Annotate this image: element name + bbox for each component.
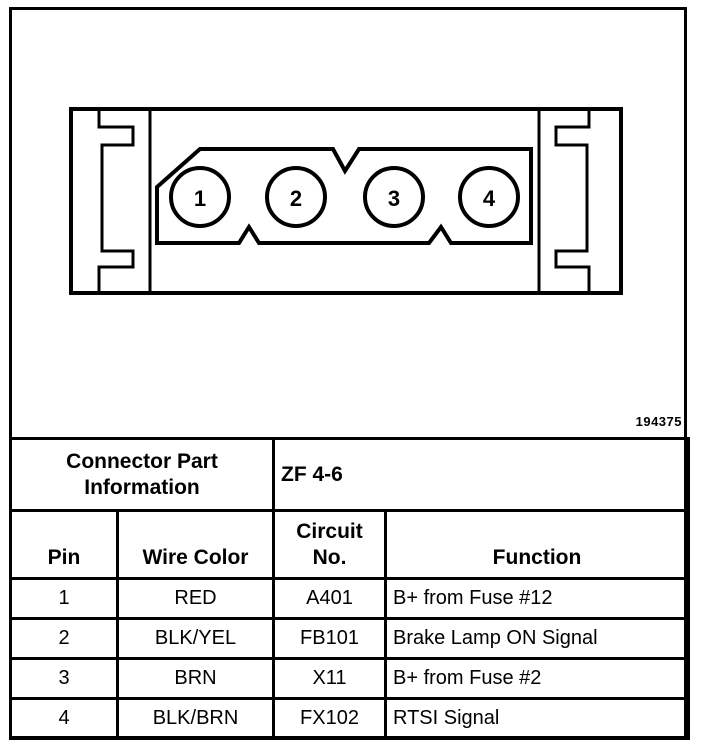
right-latch (537, 111, 591, 291)
table-row: 4 BLK/BRN FX102 RTSI Signal (9, 697, 690, 740)
col-circuit-line2: No. (312, 546, 347, 569)
part-info-label: Connector Part Information (9, 437, 275, 512)
row-function: Brake Lamp ON Signal (384, 617, 690, 660)
part-info-label-line1: Connector Part (66, 449, 218, 473)
connector-table: Connector Part Information ZF 4-6 Pin Wi… (9, 437, 690, 740)
part-info-value: ZF 4-6 (272, 437, 690, 512)
col-function: Function (384, 509, 690, 580)
row-pin: 1 (9, 577, 119, 620)
row-wire-color: BLK/BRN (116, 697, 275, 740)
pin-cavity-outline (155, 147, 533, 245)
row-pin: 3 (9, 657, 119, 700)
row-function: B+ from Fuse #2 (384, 657, 690, 700)
col-pin: Pin (9, 509, 119, 580)
pin-2: 2 (265, 166, 327, 228)
row-wire-color: RED (116, 577, 275, 620)
pin-1: 1 (169, 166, 231, 228)
pin-3-label: 3 (388, 186, 400, 211)
row-circuit: FB101 (272, 617, 387, 660)
pin-3: 3 (363, 166, 425, 228)
left-latch (97, 111, 152, 291)
pin-4: 4 (458, 166, 520, 228)
row-wire-color: BRN (116, 657, 275, 700)
col-circuit-line1: Circuit (296, 520, 363, 543)
row-wire-color: BLK/YEL (116, 617, 275, 660)
col-wire-color: Wire Color (116, 509, 275, 580)
connector-body (69, 107, 623, 295)
table-row: 2 BLK/YEL FB101 Brake Lamp ON Signal (9, 617, 690, 660)
table-row: 3 BRN X11 B+ from Fuse #2 (9, 657, 690, 700)
drawing-number: 194375 (635, 414, 682, 429)
column-header-row: Pin Wire Color Circuit No. Function (9, 509, 690, 580)
row-pin: 4 (9, 697, 119, 740)
row-circuit: X11 (272, 657, 387, 700)
table-row: 1 RED A401 B+ from Fuse #12 (9, 577, 690, 620)
row-function: B+ from Fuse #12 (384, 577, 690, 620)
row-circuit: FX102 (272, 697, 387, 740)
part-info-row: Connector Part Information ZF 4-6 (9, 437, 690, 512)
connector-diagram: 1 2 3 4 (69, 107, 623, 295)
col-circuit: Circuit No. (272, 509, 387, 580)
row-circuit: A401 (272, 577, 387, 620)
pin-2-label: 2 (290, 186, 302, 211)
row-pin: 2 (9, 617, 119, 660)
pin-4-label: 4 (483, 186, 496, 211)
row-function: RTSI Signal (384, 697, 690, 740)
pin-1-label: 1 (194, 186, 206, 211)
part-info-label-line2: Information (84, 475, 200, 499)
